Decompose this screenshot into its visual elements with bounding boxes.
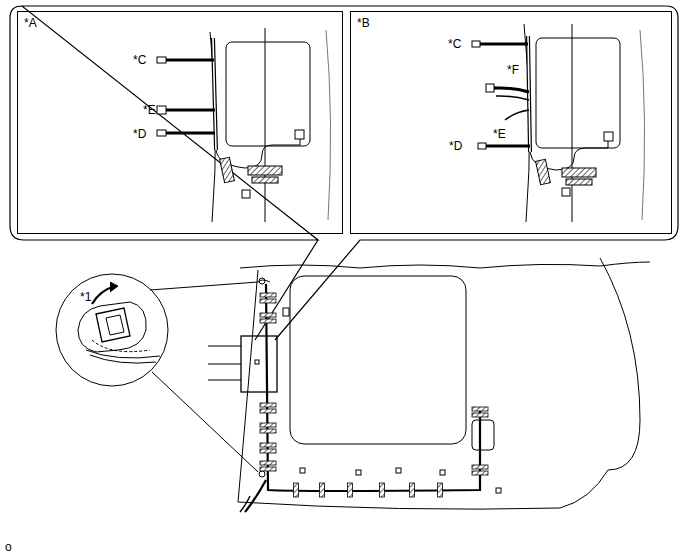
callout-label: *F [506, 63, 520, 77]
callout-label: *C [447, 37, 462, 51]
callout-label: *1 [79, 290, 92, 304]
detail-a-drawing [157, 28, 331, 222]
panel-heading: *B [351, 12, 376, 34]
detail-panel: *B [350, 11, 672, 234]
figure-mark: o [4, 540, 13, 554]
magnified-clip [56, 274, 258, 472]
detail-b-drawing [472, 24, 645, 222]
detail-frame [10, 6, 678, 340]
callout-label: *D [448, 139, 463, 153]
callout-label: *D [132, 127, 147, 141]
detail-panel: *A [17, 11, 343, 234]
callout-label: *E [142, 103, 157, 117]
roof-headliner [208, 258, 650, 512]
panel-heading: *A [18, 12, 43, 34]
callout-label: *E [492, 127, 507, 141]
callout-label: *C [132, 53, 147, 67]
